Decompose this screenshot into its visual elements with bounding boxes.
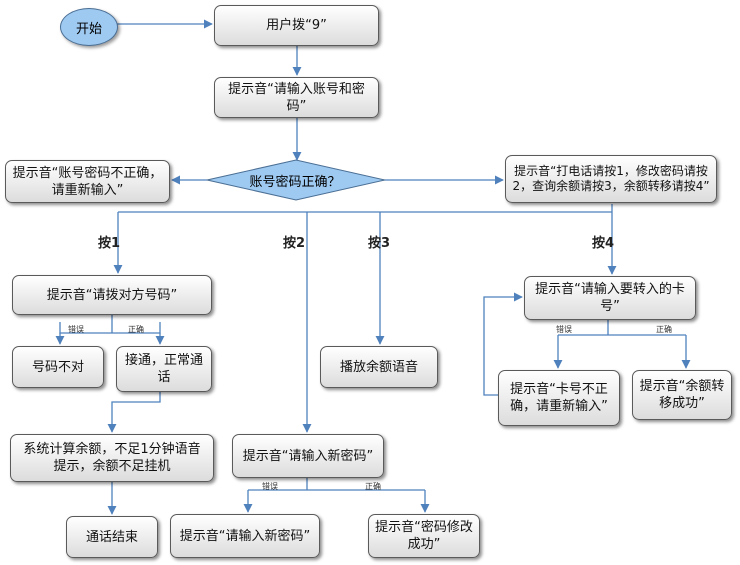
start-terminal: 开始 <box>60 8 118 46</box>
label-wrong-dial: 错误 <box>68 325 84 334</box>
arrow-connected-to-calc <box>107 390 161 433</box>
prompt-transfer-card-label: 提示音“请输入要转入的卡号” <box>535 282 685 314</box>
arrow-card-error-loop <box>483 292 523 396</box>
transfer-success-box: 提示音“余额转移成功” <box>632 370 732 420</box>
call-end-box: 通话结束 <box>66 516 158 558</box>
label-right-pwd: 正确 <box>365 482 381 491</box>
label-right-transfer: 正确 <box>656 325 672 334</box>
label-press2: 按2 <box>283 236 306 251</box>
prompt-menu-box: 提示音“打电话请按1，修改密码请按2，查询余额请按3，余额转移请按4” <box>505 155 717 203</box>
label-right-dial: 正确 <box>128 325 144 334</box>
card-error-box: 提示音“卡号不正确，请重新输入” <box>498 370 620 426</box>
call-end-label: 通话结束 <box>85 529 138 545</box>
start-label: 开始 <box>75 21 102 37</box>
prompt-dial-other-label: 提示音“请拨对方号码” <box>46 287 178 303</box>
prompt-new-pwd-again-box: 提示音“请输入新密码” <box>170 514 320 558</box>
prompt-new-pwd-label: 提示音“请输入新密码” <box>242 448 374 464</box>
label-press4: 按4 <box>592 236 615 251</box>
pwd-changed-label: 提示音“密码修改成功” <box>375 520 473 552</box>
play-balance-label: 播放余额语音 <box>339 359 418 375</box>
prompt-error-login-label: 提示音“账号密码不正确，请重新输入” <box>12 165 163 198</box>
card-error-label: 提示音“卡号不正确，请重新输入” <box>510 382 608 414</box>
check-account-label: 账号密码正确？ <box>249 174 341 190</box>
split-dial <box>59 322 161 334</box>
label-wrong-transfer: 错误 <box>556 325 572 334</box>
label-wrong-pwd: 错误 <box>262 482 278 491</box>
prompt-error-login-box: 提示音“账号密码不正确，请重新输入” <box>5 160 170 203</box>
user-dial-label: 用户拨“9” <box>266 18 327 33</box>
play-balance-box: 播放余额语音 <box>320 346 438 388</box>
prompt-login-label: 提示音“请输入账号和密码” <box>228 81 365 114</box>
calc-balance-label: 系统计算余额，不足1分钟语音提示，余额不足挂机 <box>23 442 201 474</box>
connected-box: 接通，正常通话 <box>116 346 212 392</box>
transfer-success-label: 提示音“余额转移成功” <box>639 379 725 411</box>
prompt-new-pwd-box: 提示音“请输入新密码” <box>232 434 384 478</box>
calc-balance-box: 系统计算余额，不足1分钟语音提示，余额不足挂机 <box>10 434 214 482</box>
prompt-transfer-card-box: 提示音“请输入要转入的卡号” <box>524 276 696 320</box>
prompt-login-box: 提示音“请输入账号和密码” <box>214 77 379 118</box>
prompt-menu-label: 提示音“打电话请按1，修改密码请按2，查询余额请按3，余额转移请按4” <box>512 164 710 193</box>
decision-diamond <box>206 159 386 201</box>
user-dial-box: 用户拨“9” <box>214 5 379 46</box>
connected-label: 接通，正常通话 <box>124 353 203 385</box>
label-press3: 按3 <box>368 236 391 251</box>
pwd-changed-box: 提示音“密码修改成功” <box>368 514 480 558</box>
prompt-dial-other-box: 提示音“请拨对方号码” <box>12 275 212 315</box>
prompt-new-pwd-again-label: 提示音“请输入新密码” <box>179 528 311 544</box>
wrong-number-label: 号码不对 <box>31 359 84 375</box>
label-press1: 按1 <box>98 236 121 251</box>
wrong-number-box: 号码不对 <box>12 346 104 388</box>
